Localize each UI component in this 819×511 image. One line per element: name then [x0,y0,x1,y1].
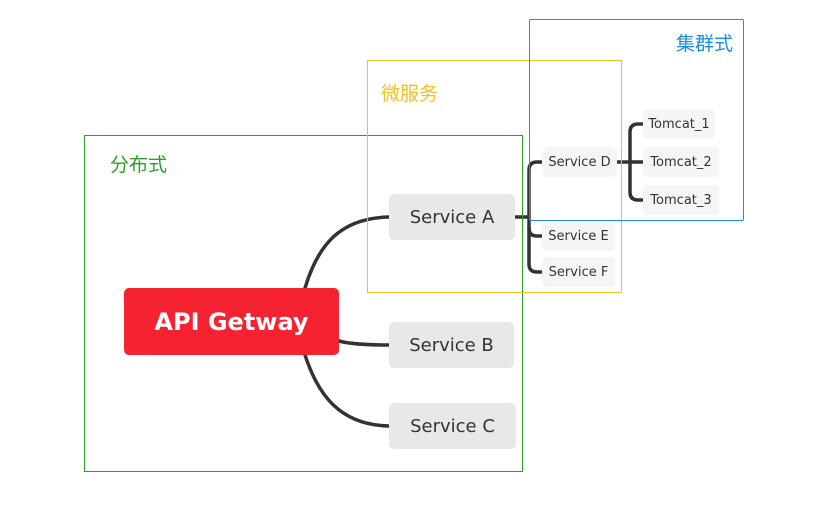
group-cluster [529,19,744,221]
node-service-d[interactable]: Service D [542,147,617,177]
group-distributed [84,135,523,472]
edge-service-d-to-tomcat3 [628,160,645,202]
edge-root-service-c [303,353,391,428]
root-node-api-gateway[interactable]: API Getway [124,288,339,355]
edge-root-service-a [303,215,391,290]
group-distributed-label: 分布式 [110,154,168,176]
edge-service-a-to-f [527,226,544,274]
node-service-b[interactable]: Service B [389,322,514,368]
group-cluster-label: 集群式 [676,33,734,55]
node-tomcat-2[interactable]: Tomcat_2 [643,147,719,177]
edge-root-service-b [337,339,391,347]
edge-service-d-to-tomcat1 [628,122,645,164]
node-tomcat-1[interactable]: Tomcat_1 [643,109,715,139]
node-service-c[interactable]: Service C [389,403,516,449]
node-service-f[interactable]: Service F [542,257,615,287]
node-tomcat-3[interactable]: Tomcat_3 [643,185,719,215]
node-service-a[interactable]: Service A [389,194,515,240]
node-service-e[interactable]: Service E [542,221,615,251]
group-microservice [367,60,622,293]
group-microservice-label: 微服务 [381,83,439,105]
